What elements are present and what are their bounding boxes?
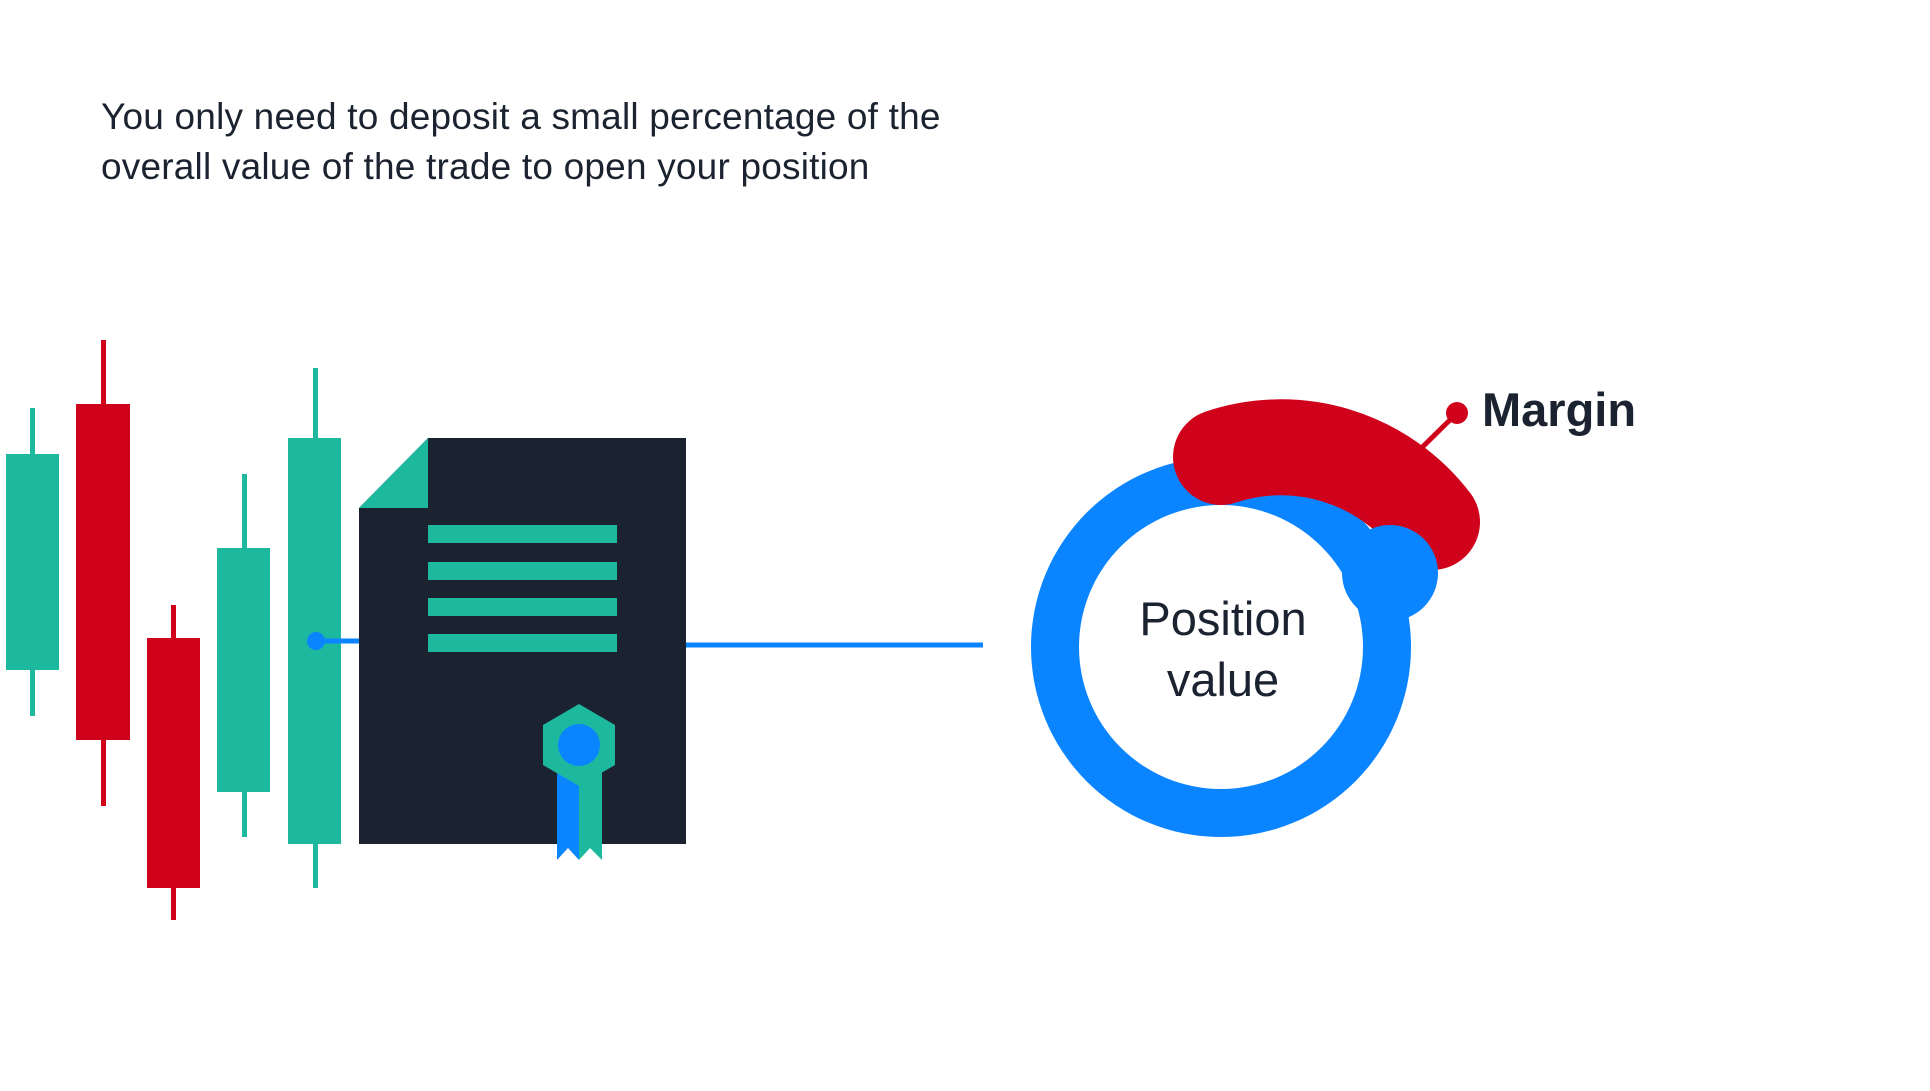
- margin-callout: Margin: [1391, 383, 1636, 478]
- donut-label-line-1: Position: [1139, 592, 1306, 645]
- donut-hole: [1079, 505, 1363, 789]
- document-icon: [359, 438, 686, 860]
- candle-1: [6, 408, 59, 716]
- position-value-donut: Position value: [1031, 399, 1480, 837]
- position-value-segment-cap: [1342, 525, 1438, 621]
- document-line: [428, 634, 617, 652]
- ribbon-seal-icon: [543, 704, 615, 860]
- donut-label-line-2: value: [1167, 653, 1279, 706]
- document-folded-corner: [359, 438, 428, 508]
- candlestick-chart-icon: [6, 340, 395, 920]
- margin-segment: [1173, 399, 1480, 570]
- candle-3: [147, 605, 200, 920]
- document-line: [428, 598, 617, 616]
- candle-4: [217, 474, 270, 837]
- document-line: [428, 562, 617, 580]
- margin-label: Margin: [1482, 383, 1636, 436]
- headline-line-1: You only need to deposit a small percent…: [101, 96, 941, 137]
- candle-2: [76, 340, 130, 806]
- headline-line-2: overall value of the trade to open your …: [101, 146, 870, 187]
- headline: You only need to deposit a small percent…: [101, 92, 1081, 192]
- document-line: [428, 525, 617, 543]
- candle-5: [288, 368, 341, 888]
